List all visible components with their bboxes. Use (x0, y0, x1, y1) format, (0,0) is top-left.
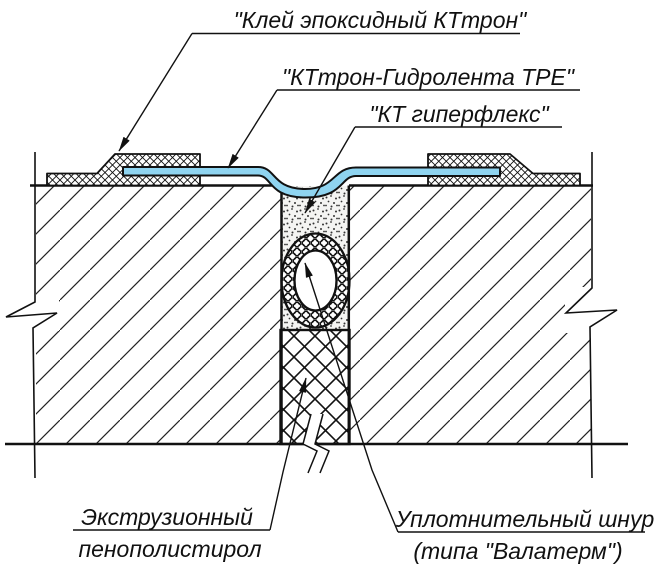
label-underlines (73, 32, 645, 533)
label-eps-line1: Экструзионный (81, 504, 253, 530)
epoxy-patch-right (427, 153, 581, 187)
leader-lines (118, 33, 399, 533)
joint-break-mark (302, 413, 330, 474)
left-edge-break-mark (5, 152, 59, 479)
label-hyperflex: "КТ гиперфлекс" (369, 101, 550, 127)
leader-hydro-tape (227, 89, 278, 169)
concrete-left-block (36, 186, 281, 444)
label-cord-line1: Уплотнительный шнур (395, 506, 655, 532)
leader-cord (304, 262, 399, 533)
label-epoxy-glue: "Клей эпоксидный КТтрон" (234, 7, 529, 33)
leader-eps (269, 377, 307, 531)
right-edge-break-mark (563, 152, 619, 479)
label-hydro-tape: "КТтрон-Гидролента ТРЕ" (282, 64, 576, 90)
label-cord-line2: (типа "Валатерм") (413, 538, 622, 564)
waterproof-tape (122, 166, 501, 199)
sealing-cord (280, 232, 351, 329)
leader-epoxy-glue (118, 33, 193, 152)
label-eps-line2: пенополистирол (78, 536, 261, 562)
concrete-right-block (350, 186, 591, 444)
leader-hyperflex (304, 126, 356, 214)
